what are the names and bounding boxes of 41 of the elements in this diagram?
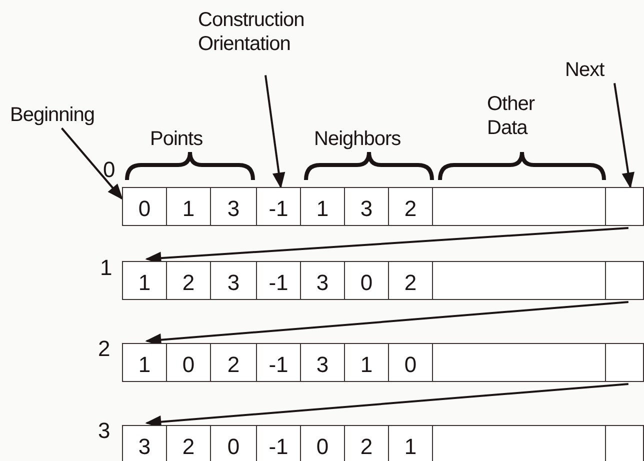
table-cell: 0 <box>344 261 389 300</box>
table-cell: 1 <box>344 343 389 382</box>
annotation-label: Beginning <box>10 103 125 127</box>
arrow <box>60 128 124 200</box>
row-index: 1 <box>100 256 113 280</box>
table-cell: 0 <box>122 187 167 226</box>
table-cell: 2 <box>388 187 433 226</box>
table-cell: 2 <box>210 343 257 382</box>
table-cell: 0 <box>388 343 433 382</box>
table-cell: 3 <box>344 187 389 226</box>
table-cell: 2 <box>166 425 211 461</box>
table-cell: 1 <box>122 343 167 382</box>
table-cell: -1 <box>256 187 301 226</box>
table-cell: 1 <box>166 187 211 226</box>
table-cell: 0 <box>210 425 257 461</box>
annotation-label: Next <box>565 58 620 82</box>
table-cell: 3 <box>300 343 345 382</box>
table-cell: -1 <box>256 343 301 382</box>
table-cell: 3 <box>122 425 167 461</box>
row-index: 2 <box>98 337 111 361</box>
group-label: Other Data <box>487 92 536 140</box>
annotation-label: Construction Orientation <box>198 8 348 64</box>
table-cell: 3 <box>300 261 345 300</box>
table-cell: -1 <box>256 425 301 461</box>
row-index: 0 <box>103 158 116 182</box>
group-label: Neighbors <box>314 127 402 151</box>
table-cell: 0 <box>166 343 211 382</box>
row-index: 3 <box>98 419 111 443</box>
table-cell: 2 <box>344 425 389 461</box>
table-cell: 3 <box>210 187 257 226</box>
table-cell: 2 <box>166 261 211 300</box>
arrow <box>614 83 634 189</box>
arrow <box>264 75 286 189</box>
table-cell: -1 <box>256 261 301 300</box>
group-label: Points <box>150 127 204 151</box>
table-cell: 1 <box>300 187 345 226</box>
table-cell: 2 <box>388 261 433 300</box>
table-cell: 1 <box>388 425 433 461</box>
table-cell: 3 <box>210 261 257 300</box>
table-cell: 0 <box>300 425 345 461</box>
table-cell: 1 <box>122 261 167 300</box>
